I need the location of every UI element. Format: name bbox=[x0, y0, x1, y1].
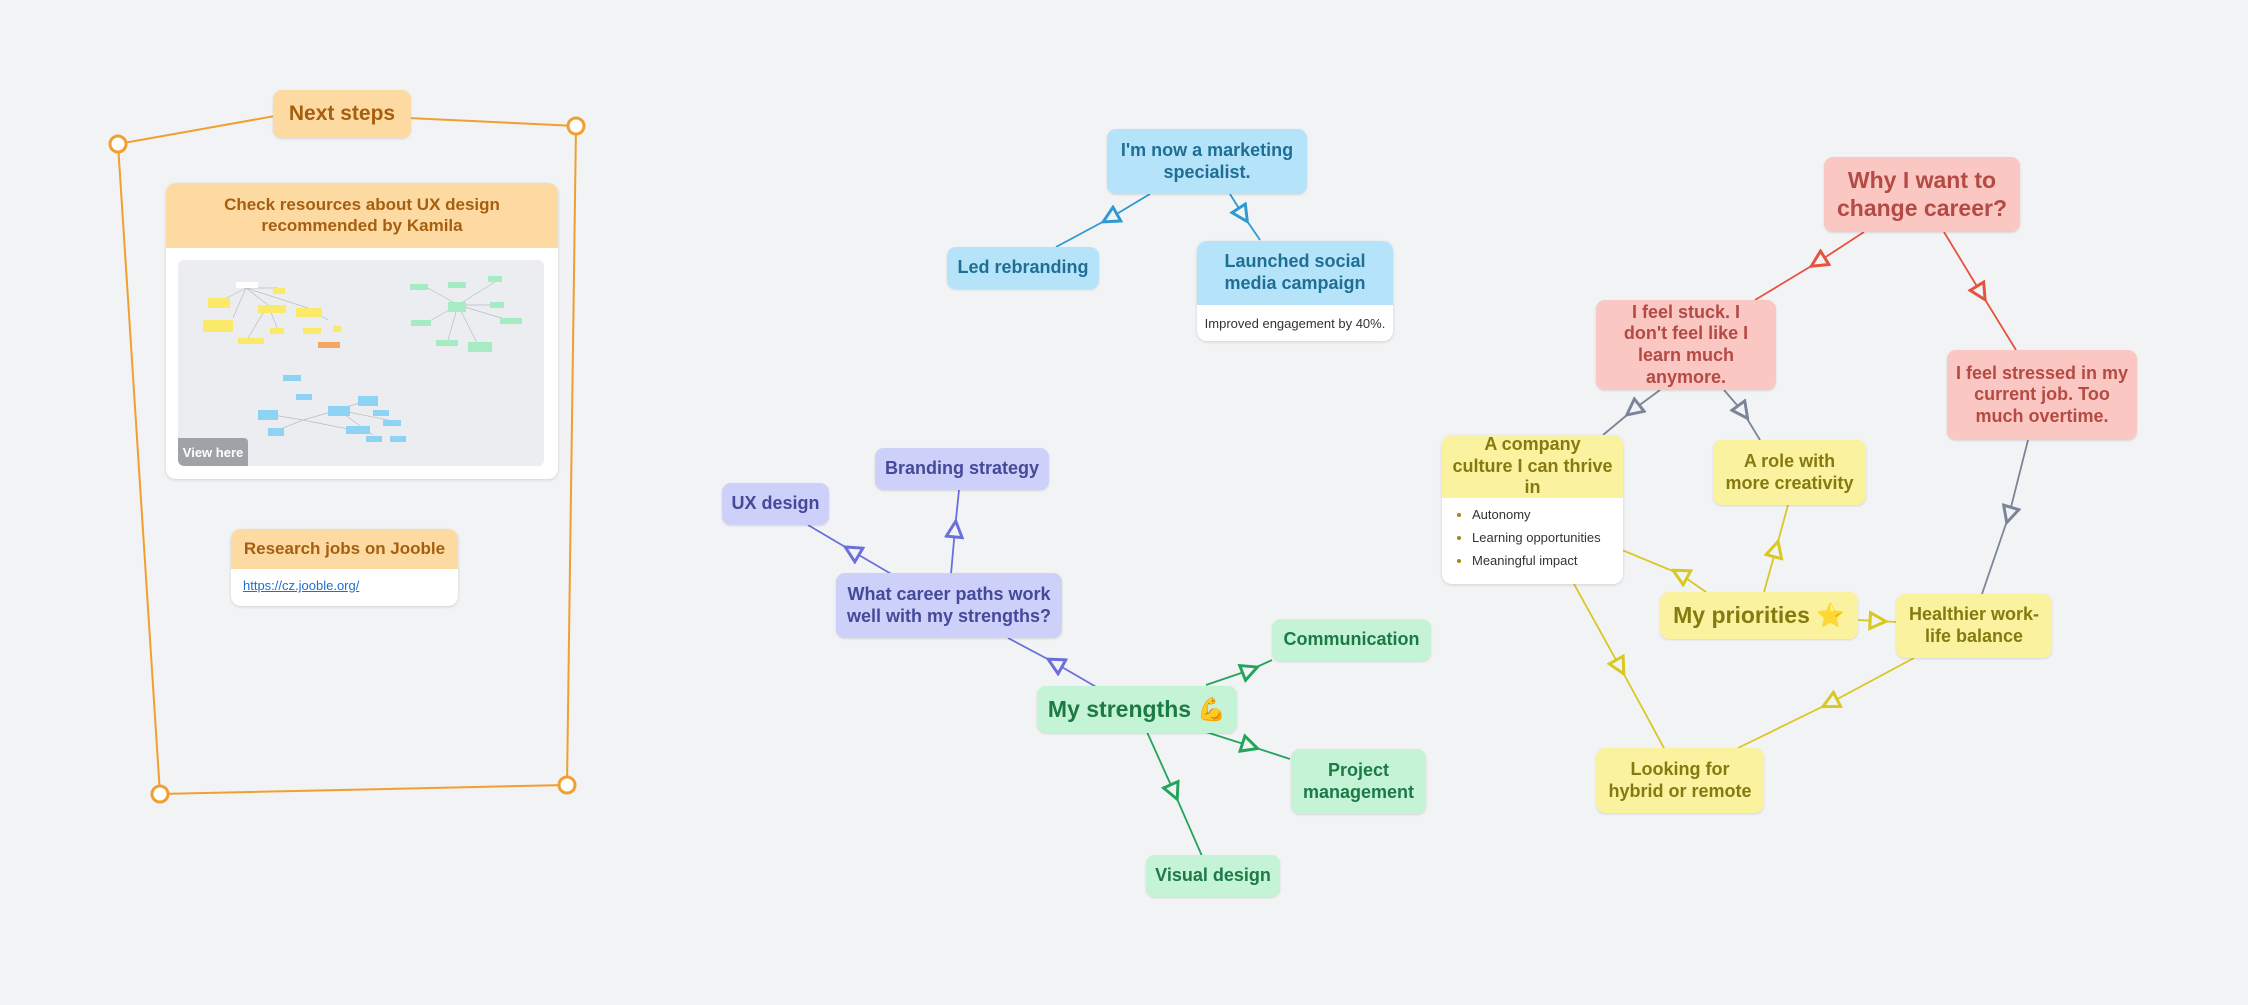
hybrid-remote-node[interactable]: Looking for hybrid or remote bbox=[1596, 748, 1764, 813]
company-culture-list: Autonomy Learning opportunities Meaningf… bbox=[1442, 498, 1623, 577]
branding-strategy-node[interactable]: Branding strategy bbox=[875, 448, 1049, 490]
next-steps-title[interactable]: Next steps bbox=[273, 90, 411, 138]
my-priorities-node[interactable]: My priorities ⭐ bbox=[1660, 592, 1858, 639]
link-question-ux bbox=[807, 524, 894, 576]
link-strengths-visual bbox=[1146, 731, 1203, 857]
feel-stressed-node[interactable]: I feel stressed in my current job. Too m… bbox=[1947, 350, 2137, 440]
link-stuck-creativity bbox=[1723, 389, 1761, 441]
launched-campaign-note: Improved engagement by 40%. bbox=[1204, 315, 1386, 331]
marketing-specialist-node[interactable]: I'm now a marketing specialist. bbox=[1107, 129, 1307, 194]
ux-resources-card[interactable]: Check resources about UX design recommen… bbox=[166, 183, 558, 479]
launched-campaign-title: Launched social media campaign bbox=[1197, 241, 1393, 305]
link-why-stressed bbox=[1943, 231, 2017, 351]
career-paths-question-node[interactable]: What career paths work well with my stre… bbox=[836, 573, 1062, 638]
link-balance-hybrid bbox=[1737, 657, 1915, 749]
link-strengths-question bbox=[1007, 637, 1099, 689]
launched-campaign-card[interactable]: Launched social media campaign Improved … bbox=[1197, 241, 1393, 341]
jooble-link[interactable]: https://cz.jooble.org/ bbox=[243, 578, 360, 593]
frame-handle-bottom-left bbox=[150, 784, 170, 804]
link-stuck-culture bbox=[1602, 389, 1661, 436]
link-marketing-led bbox=[1055, 193, 1151, 248]
jooble-card[interactable]: Research jobs on Jooble https://cz.joobl… bbox=[231, 529, 458, 606]
ux-resources-card-title: Check resources about UX design recommen… bbox=[166, 183, 558, 248]
mind-map-preview-graphic bbox=[203, 276, 522, 442]
ux-design-node[interactable]: UX design bbox=[722, 483, 829, 525]
culture-item: Learning opportunities bbox=[1472, 526, 1623, 549]
led-rebranding-node[interactable]: Led rebranding bbox=[947, 247, 1099, 289]
link-strengths-project bbox=[1205, 731, 1291, 760]
culture-item: Meaningful impact bbox=[1472, 549, 1623, 572]
culture-item: Autonomy bbox=[1472, 503, 1623, 526]
my-strengths-node[interactable]: My strengths 💪 bbox=[1037, 686, 1237, 733]
more-creativity-node[interactable]: A role with more creativity bbox=[1713, 440, 1866, 505]
frame-handle-top-left bbox=[108, 134, 128, 154]
link-marketing-launched bbox=[1229, 193, 1261, 241]
project-management-node[interactable]: Project management bbox=[1291, 749, 1426, 814]
link-why-stuck bbox=[1754, 231, 1865, 301]
link-strengths-communication bbox=[1205, 659, 1273, 686]
link-question-branding bbox=[951, 489, 959, 575]
link-stressed-balance bbox=[1981, 439, 2029, 595]
frame-handle-top-right bbox=[566, 116, 586, 136]
company-culture-title: A company culture I can thrive in bbox=[1442, 435, 1623, 498]
feel-stuck-node[interactable]: I feel stuck. I don't feel like I learn … bbox=[1596, 300, 1776, 390]
link-priorities-creativity bbox=[1763, 504, 1789, 593]
work-life-balance-node[interactable]: Healthier work-life balance bbox=[1896, 594, 2052, 658]
link-priorities-balance bbox=[1857, 620, 1897, 622]
communication-node[interactable]: Communication bbox=[1272, 619, 1431, 661]
visual-design-node[interactable]: Visual design bbox=[1146, 855, 1280, 897]
jooble-card-title: Research jobs on Jooble bbox=[231, 529, 458, 569]
frame-handle-bottom-right bbox=[557, 775, 577, 795]
mind-map-preview-image[interactable]: View here bbox=[178, 260, 544, 466]
company-culture-card[interactable]: A company culture I can thrive in Autono… bbox=[1442, 435, 1623, 584]
link-culture-hybrid bbox=[1573, 583, 1665, 749]
link-priorities-culture bbox=[1621, 549, 1707, 593]
why-change-career-node[interactable]: Why I want to change career? bbox=[1824, 157, 2020, 232]
view-here-button[interactable]: View here bbox=[178, 438, 248, 466]
